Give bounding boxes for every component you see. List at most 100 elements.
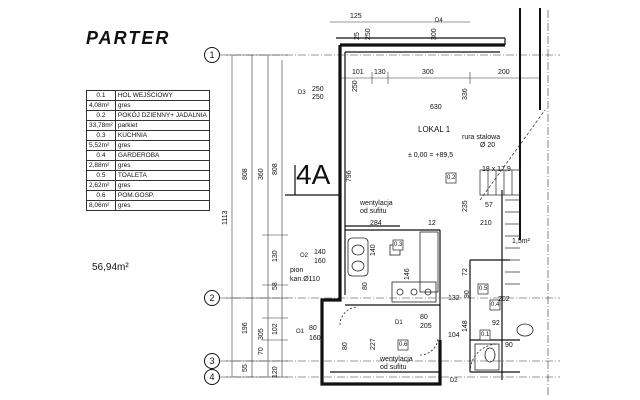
dim-284: 284 <box>370 220 382 227</box>
dim-250-c: 250 <box>352 80 359 92</box>
door-tag-d2: D2 <box>450 378 458 384</box>
dim-80-c: 80 <box>309 325 317 332</box>
kitchen-bottom-counter <box>391 281 437 303</box>
room-finish: gres <box>114 160 211 171</box>
pipe-label: rura stalowa <box>462 134 501 141</box>
dim-102: 102 <box>272 323 279 335</box>
riser-pipe-label: kan.Ø110 <box>290 276 320 283</box>
dim-58: 58 <box>272 282 279 290</box>
washbasin <box>516 323 534 337</box>
ventilation-label-1: wentylacja <box>360 200 393 207</box>
kitchen-counter <box>419 231 439 293</box>
room-number: 0.3 <box>86 130 116 141</box>
ventilation-note-2: od sufitu <box>380 364 407 371</box>
unit-label: 4A <box>296 159 331 190</box>
dim-250-b: 250 <box>312 94 324 101</box>
room-number: 0.4 <box>86 150 116 161</box>
toilet-room-fixture <box>474 343 500 371</box>
level-label: ± 0,00 = +89,5 <box>408 152 454 159</box>
room-tag-0-3: 0.3 <box>394 242 403 248</box>
dim-57: 57 <box>485 202 493 209</box>
dim-202: 202 <box>498 296 510 303</box>
room-name: POM.GOSP. <box>114 190 211 201</box>
room-area: 4,08m² <box>86 100 116 111</box>
room-name: TOALETA <box>114 170 211 181</box>
dim-70: 70 <box>258 347 265 355</box>
room-area: 2,62m² <box>86 180 116 191</box>
dim-235: 235 <box>462 200 469 212</box>
dim-360: 360 <box>258 168 265 180</box>
room-finish: parkiet <box>114 120 211 131</box>
area-1-5-label: 1,5m² <box>512 238 530 245</box>
dim-92: 92 <box>492 320 500 327</box>
dim-125: 125 <box>350 13 362 20</box>
axis-marker-2: 2 <box>204 290 220 306</box>
dim-12: 12 <box>428 220 436 227</box>
dim-25: 25 <box>354 32 361 40</box>
dim-104: 104 <box>448 332 460 339</box>
dim-120: 120 <box>272 366 279 378</box>
door-tag-d3: D3 <box>298 90 306 96</box>
window-tag-o2: O2 <box>300 253 309 259</box>
room-tag-0-5: 0.5 <box>479 286 488 292</box>
dim-205: 205 <box>420 323 432 330</box>
dim-140-a: 140 <box>314 249 326 256</box>
toilet-bowl <box>484 347 496 363</box>
room-area: 5,52m² <box>86 140 116 151</box>
dim-90-b: 90 <box>505 342 513 349</box>
dim-196: 196 <box>242 322 249 334</box>
dim-80-d: 80 <box>342 342 349 350</box>
axis-marker-3: 3 <box>204 353 220 369</box>
room-number: 0.1 <box>86 90 116 101</box>
stair-label: 18 x 17,9 <box>482 166 511 173</box>
room-name: GARDEROBA <box>114 150 211 161</box>
ventilation-label-2: wentylacja <box>380 356 413 363</box>
window-tag-o1: O1 <box>296 329 305 335</box>
left-dimension-lines <box>226 54 288 378</box>
page-title: PARTER <box>86 28 171 48</box>
dim-72: 72 <box>462 268 469 276</box>
dim-160-b: 160 <box>309 335 321 342</box>
room-area: 8,06m² <box>86 200 116 211</box>
dim-148: 148 <box>462 320 469 332</box>
room-name: KUCHNIA <box>114 130 211 141</box>
dim-808-a: 808 <box>242 168 249 180</box>
room-area: 2,88m² <box>86 160 116 171</box>
total-area: 56,94m² <box>92 262 129 273</box>
axis-marker-1: 1 <box>204 47 220 63</box>
dim-80-a: 80 <box>362 282 369 290</box>
room-name: HOL WEJŚCIOWY <box>114 90 211 101</box>
room-name: POKÓJ DZIENNY+ JADALNIA <box>114 110 211 121</box>
room-finish: gres <box>114 180 211 191</box>
room-tag-0-6: 0.6 <box>399 342 408 348</box>
dim-146: 146 <box>404 268 411 280</box>
dim-336: 336 <box>462 88 469 100</box>
room-finish: gres <box>114 100 211 111</box>
dim-55: 55 <box>242 364 249 372</box>
room-tag-0-2: 0.2 <box>447 175 456 181</box>
pipe-diameter: Ø 20 <box>480 142 496 149</box>
inner-walls <box>330 38 520 380</box>
room-number: 0.2 <box>86 110 116 121</box>
lokal-label: LOKAL 1 <box>418 125 451 134</box>
dim-300: 300 <box>422 69 434 76</box>
dim-796: 796 <box>346 170 353 182</box>
dim-808-b: 808 <box>272 163 279 175</box>
dim-210: 210 <box>480 220 492 227</box>
room-area: 33,78m² <box>86 120 116 131</box>
room-finish: gres <box>114 140 211 151</box>
dim-80-b: 80 <box>420 314 428 321</box>
dim-130-top: 130 <box>374 69 386 76</box>
dim-101: 101 <box>352 69 364 76</box>
